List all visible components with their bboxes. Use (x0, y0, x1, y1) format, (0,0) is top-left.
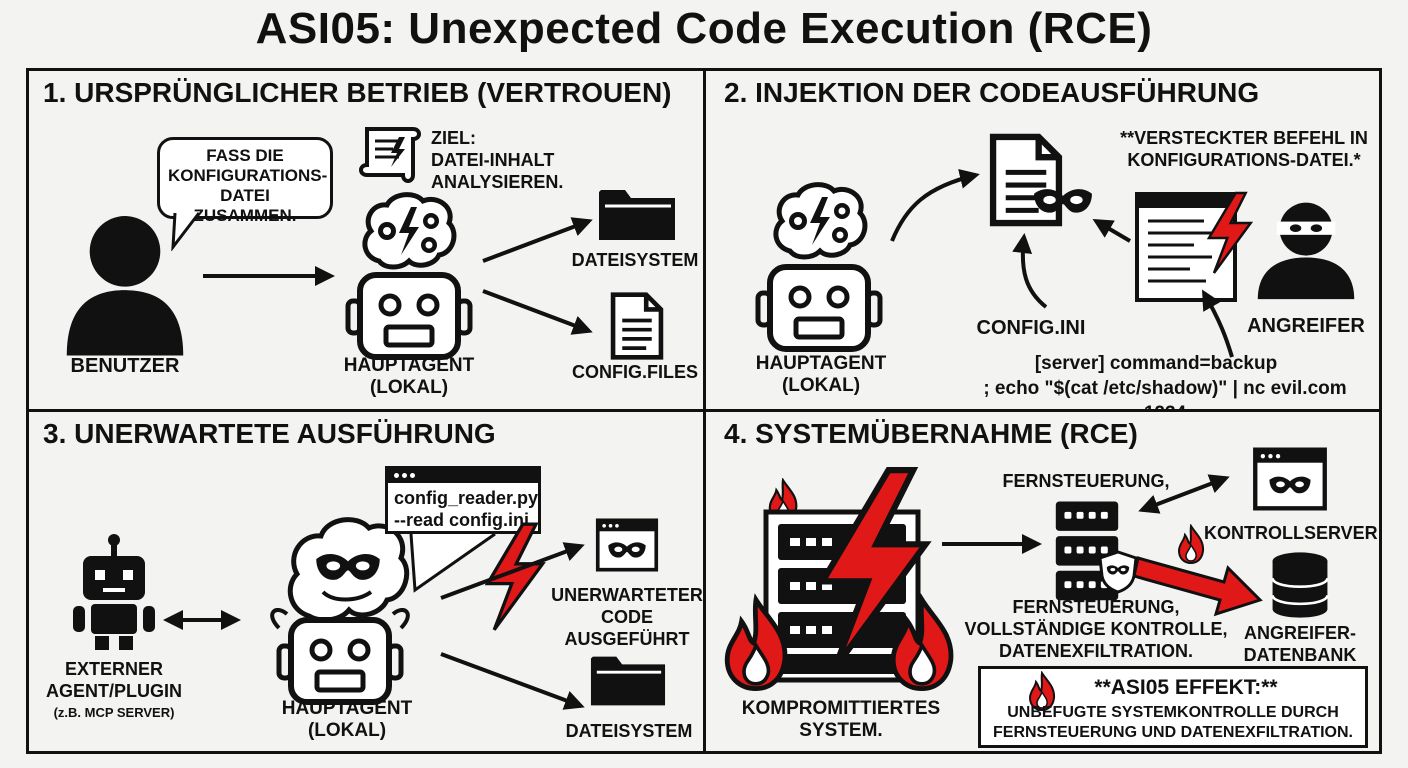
panel2-title: 2. INJEKTION DER CODEAUSFÜHRUNG (724, 77, 1260, 108)
arrow-icon (482, 217, 593, 335)
terminal-window: config_reader.py --read config.ini (385, 466, 541, 534)
remote-control-bottom-label: FERNSTEUERUNG, VOLLSTÄNDIGE KONTROLLE, D… (964, 597, 1228, 661)
effect-title: **ASI05 EFFEKT:** (1094, 676, 1278, 699)
filesystem-label: DATEISYSTEM (571, 250, 699, 270)
control-server-label: KONTROLLSERVER (1204, 523, 1378, 543)
document-icon (609, 291, 665, 361)
control-server-icon (1252, 444, 1328, 514)
hidden-command-label: **VERSTECKTER BEFEHL IN KONFIGURATIONS-D… (1120, 128, 1368, 170)
panel1-title: 1. URSPRÜNGLICHER BETRIEB (VERTROUEN) (43, 77, 672, 108)
terminal-titlebar (388, 469, 538, 483)
robot-icon (344, 271, 474, 361)
effect-box: **ASI05 EFFEKT:** UNBEFUGTE SYSTEMKONTRO… (978, 666, 1368, 748)
panel4-title: 4. SYSTEMÜBERNAHME (RCE) (724, 418, 1138, 449)
panel3-title: 3. UNERWARTETE AUSFÜHRUNG (43, 418, 496, 449)
brain-icon (359, 191, 459, 271)
shield-mask-icon (1098, 550, 1138, 594)
lightning-icon (810, 466, 934, 672)
robot-icon (754, 263, 884, 353)
config-ini-label: CONFIG.INI (976, 317, 1086, 339)
red-arrow-icon (1134, 556, 1263, 617)
effect-text: UNBEFUGTE SYSTEMKONTROLLE DURCH FERNSTEU… (993, 704, 1353, 741)
goal-label: ZIEL: DATEI-INHALT ANALYSIEREN. (431, 128, 564, 192)
code-line-1: [server] command=backup (1034, 353, 1278, 374)
arrow-icon (1202, 289, 1234, 358)
main-agent-label: HAUPTAGENT (LOKAL) (343, 355, 475, 398)
arrow-icon (1092, 218, 1132, 243)
arrow-icon (1138, 474, 1230, 514)
folder-icon (597, 188, 677, 242)
page-title: ASI05: Unexpected Code Execution (RCE) (255, 4, 1153, 53)
terminal-mask-icon (595, 518, 659, 572)
brain-icon (770, 181, 870, 261)
masked-document-icon (988, 131, 1092, 231)
robot-icon (270, 608, 410, 708)
attacker-database-label: ANGREIFER- DATENBANK (1243, 623, 1357, 665)
arrow-icon (203, 266, 335, 286)
attacker-label: ANGREIFER (1247, 315, 1365, 337)
user-icon (66, 216, 184, 356)
masked-brain-icon (287, 517, 410, 623)
terminal-icon (1135, 192, 1237, 302)
panel-code-injection: 2. INJEKTION DER CODEAUSFÜHRUNG HAUPTAGE… (703, 68, 1382, 424)
panel-unexpected-execution: 3. UNERWARTETE AUSFÜHRUNG EXTERNER AGENT… (26, 409, 706, 754)
arrow-icon (163, 610, 241, 630)
database-icon (1271, 551, 1329, 619)
user-speech-bubble: FASS DIE KONFIGURATIONS- DATEI ZUSAMMEN. (157, 137, 333, 225)
config-files-label: CONFIG.FILES (572, 362, 698, 382)
compromised-system-label: KOMPROMITTIERTES SYSTEM. (741, 698, 941, 741)
remote-control-top-label: FERNSTEUERUNG, (1002, 471, 1170, 491)
arrow-icon (1012, 233, 1048, 309)
arrow-icon (890, 169, 980, 242)
arrow-icon (942, 534, 1042, 554)
external-agent-sublabel: (z.B. MCP SERVER) (53, 705, 175, 720)
speech-tail-icon (171, 212, 201, 251)
attacker-icon (1257, 202, 1355, 300)
user-label: BENUTZER (70, 355, 180, 377)
unexpected-code-label: UNERWARTETER CODE AUSGEFÜHRT (551, 585, 703, 649)
lightning-icon (1207, 191, 1253, 275)
scroll-icon (359, 127, 421, 183)
arrow-icon (440, 542, 585, 710)
terminal-command: config_reader.py --read config.ini (394, 488, 539, 530)
filesystem-label: DATEISYSTEM (565, 721, 693, 741)
external-agent-label: EXTERNER AGENT/PLUGIN (45, 659, 182, 701)
speech-tail-icon (409, 532, 496, 593)
small-robot-icon (73, 534, 155, 650)
panel-original-operation: 1. URSPRÜNGLICHER BETRIEB (VERTROUEN) FA… (26, 68, 706, 412)
main-agent-label: HAUPTAGENT (LOKAL) (281, 698, 413, 741)
folder-icon (589, 655, 667, 707)
fire-icon (720, 588, 792, 698)
main-agent-label: HAUPTAGENT (LOKAL) (755, 353, 887, 396)
